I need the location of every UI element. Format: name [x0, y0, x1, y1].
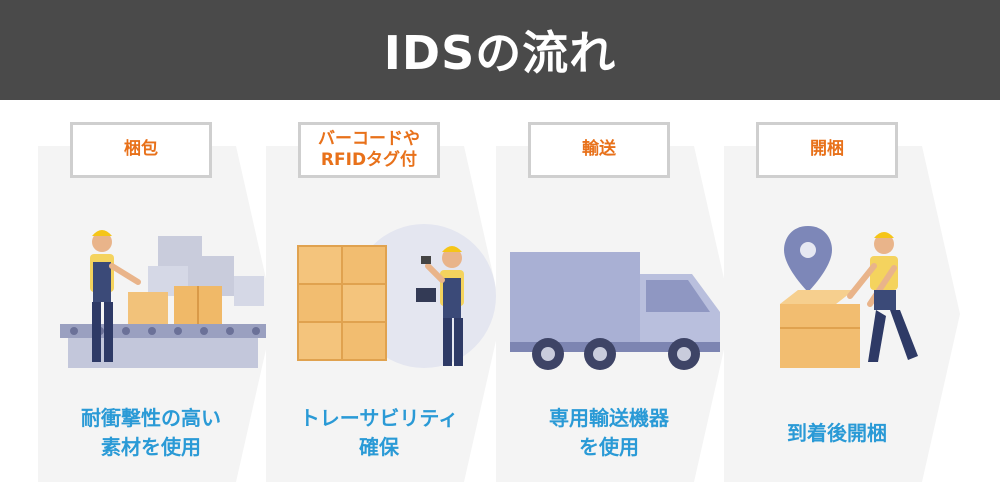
step-label-line: 輸送 — [582, 139, 616, 160]
step-tagging: バーコードや RFIDタグ付 トレーサビリティ 確保 — [266, 122, 502, 482]
step-description: 専用輸送機器 を使用 — [506, 398, 712, 468]
page-title: IDSの流れ — [383, 26, 617, 80]
unpacking-worker-illustration — [780, 226, 918, 368]
step-label: バーコードや RFIDタグ付 — [298, 122, 440, 178]
step-desc-line: 素材を使用 — [101, 435, 201, 459]
step-desc-line: 確保 — [359, 435, 399, 459]
step-description: 到着後開梱 — [734, 398, 940, 468]
step-description: 耐衝撃性の高い 素材を使用 — [48, 398, 254, 468]
step-label-line: RFIDタグ付 — [320, 150, 418, 170]
step-transport: 輸送 専用輸送機器 を使用 — [496, 122, 732, 482]
step-desc-line: を使用 — [579, 435, 639, 459]
step-label: 開梱 — [756, 122, 898, 178]
step-label-line: バーコードや — [318, 128, 420, 149]
scanning-worker-illustration — [297, 224, 496, 368]
step-label-line: 開梱 — [810, 139, 844, 160]
step-desc-line: トレーサビリティ — [299, 406, 459, 430]
packing-worker-illustration — [60, 230, 270, 368]
step-packing: 梱包 耐衝撃性の高い 素材を使用 — [38, 122, 274, 482]
step-unpacking: 開梱 到着後開梱 — [724, 122, 960, 482]
step-desc-line: 耐衝撃性の高い — [81, 406, 221, 430]
step-desc-line: 到着後開梱 — [787, 420, 887, 445]
header-bar: IDSの流れ — [0, 0, 1000, 100]
step-label-line: 梱包 — [124, 139, 158, 160]
step-label: 梱包 — [70, 122, 212, 178]
truck-illustration — [510, 252, 720, 370]
step-description: トレーサビリティ 確保 — [276, 398, 482, 468]
step-desc-line: 専用輸送機器 — [549, 406, 669, 430]
step-label: 輸送 — [528, 122, 670, 178]
